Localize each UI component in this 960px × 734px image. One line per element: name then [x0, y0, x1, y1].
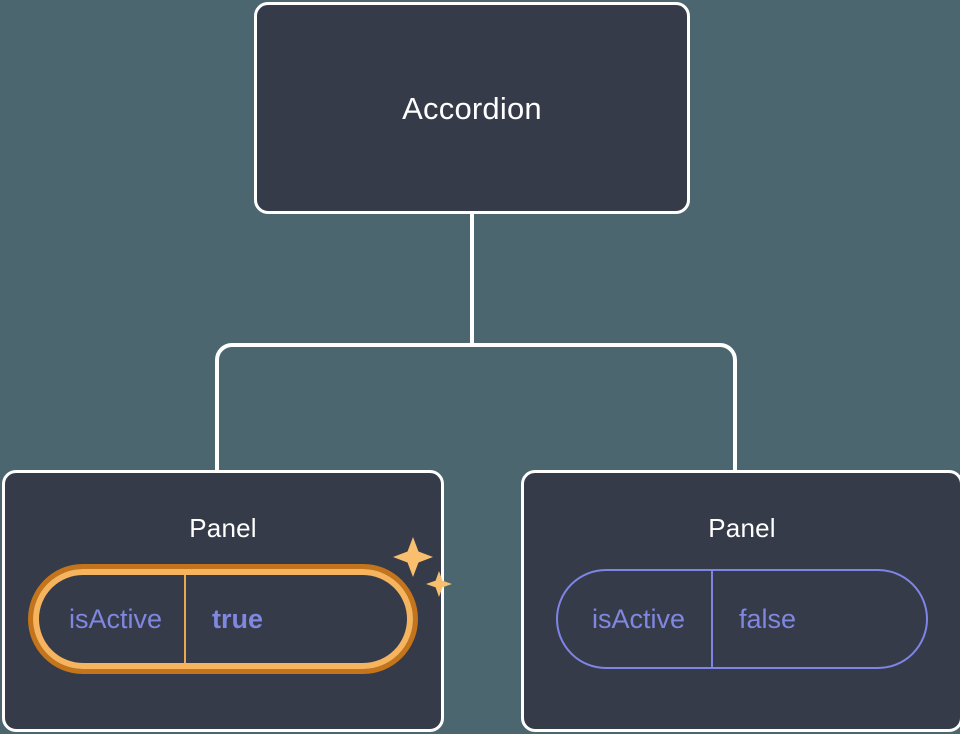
- node-accordion[interactable]: Accordion: [254, 2, 690, 214]
- prop-value: false: [711, 571, 830, 667]
- prop-pill-isactive-false[interactable]: isActive false: [556, 569, 928, 669]
- sparkle-icon: [426, 571, 452, 597]
- node-title: Panel: [189, 513, 257, 543]
- prop-key: isActive: [592, 603, 686, 634]
- sparkle-icon: [393, 537, 433, 577]
- prop-pill-wrapper: isActive false: [556, 569, 928, 669]
- node-panel-active[interactable]: Panel isActive true: [2, 470, 452, 732]
- node-title: Panel: [708, 513, 776, 543]
- prop-value: true: [184, 575, 293, 663]
- prop-pill-wrapper: isActive true: [33, 537, 452, 669]
- prop-key: isActive: [69, 603, 163, 634]
- node-title: Accordion: [402, 90, 542, 126]
- edge-branch-left: [215, 343, 472, 470]
- prop-pill-isactive-true[interactable]: isActive true: [33, 569, 413, 669]
- node-panel-inactive[interactable]: Panel isActive false: [521, 470, 960, 732]
- edge-branch-right: [472, 343, 737, 470]
